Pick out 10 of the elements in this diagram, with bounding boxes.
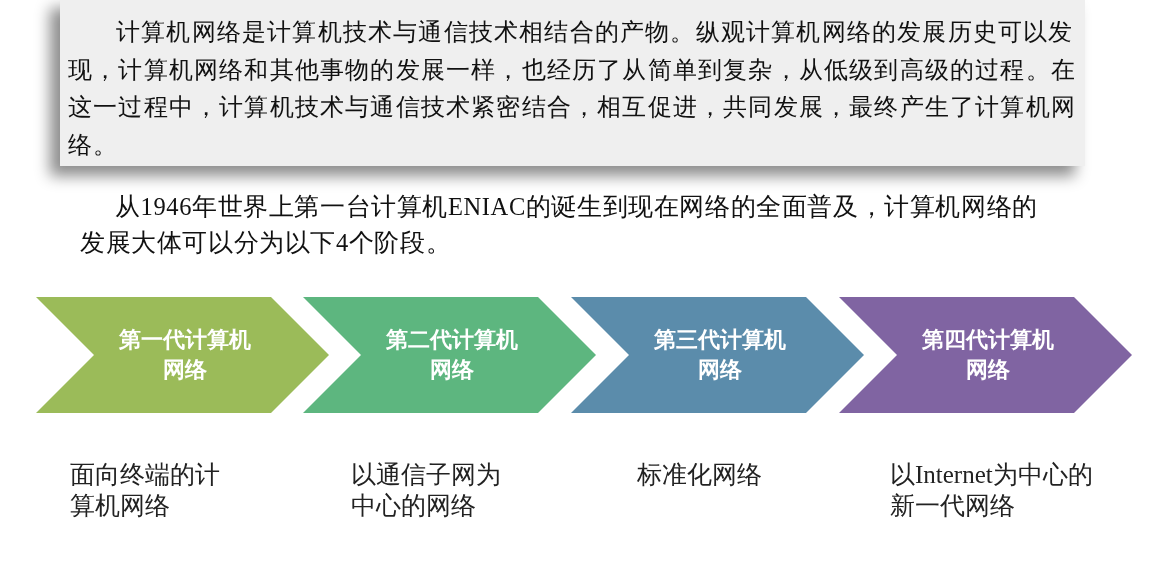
stage-title: 第三代计算机网络: [652, 326, 787, 384]
stage-description: 以通信子网为中心的网络: [351, 460, 502, 521]
paragraph-text: 计算机网络是计算机技术与通信技术相结合的产物。纵观计算机网络的发展历史可以发现，计算机网络和其他事物的发展一样，也经历了从简单到复杂，从低级到高级的过程。在这一过程中，计算机技术与通信技术紧密结合，相互促进，共同发展，最终产生了计算机网络。: [68, 17, 1077, 161]
body-paragraph: 从1946年世界上第一台计算机ENIAC的诞生到现在网络的全面普及，计算机网络的发展大体可以分为以下4个阶段。: [80, 192, 1039, 258]
stage-title: 第一代计算机网络: [117, 326, 252, 384]
stage-title: 第四代计算机网络: [920, 326, 1055, 384]
stage-description: 以Internet为中心的新一代网络: [890, 460, 1094, 521]
stage-description: 面向终端的计算机网络: [70, 460, 221, 521]
stage-description: 标准化网络: [637, 460, 763, 490]
stage-title: 第二代计算机网络: [384, 326, 519, 384]
